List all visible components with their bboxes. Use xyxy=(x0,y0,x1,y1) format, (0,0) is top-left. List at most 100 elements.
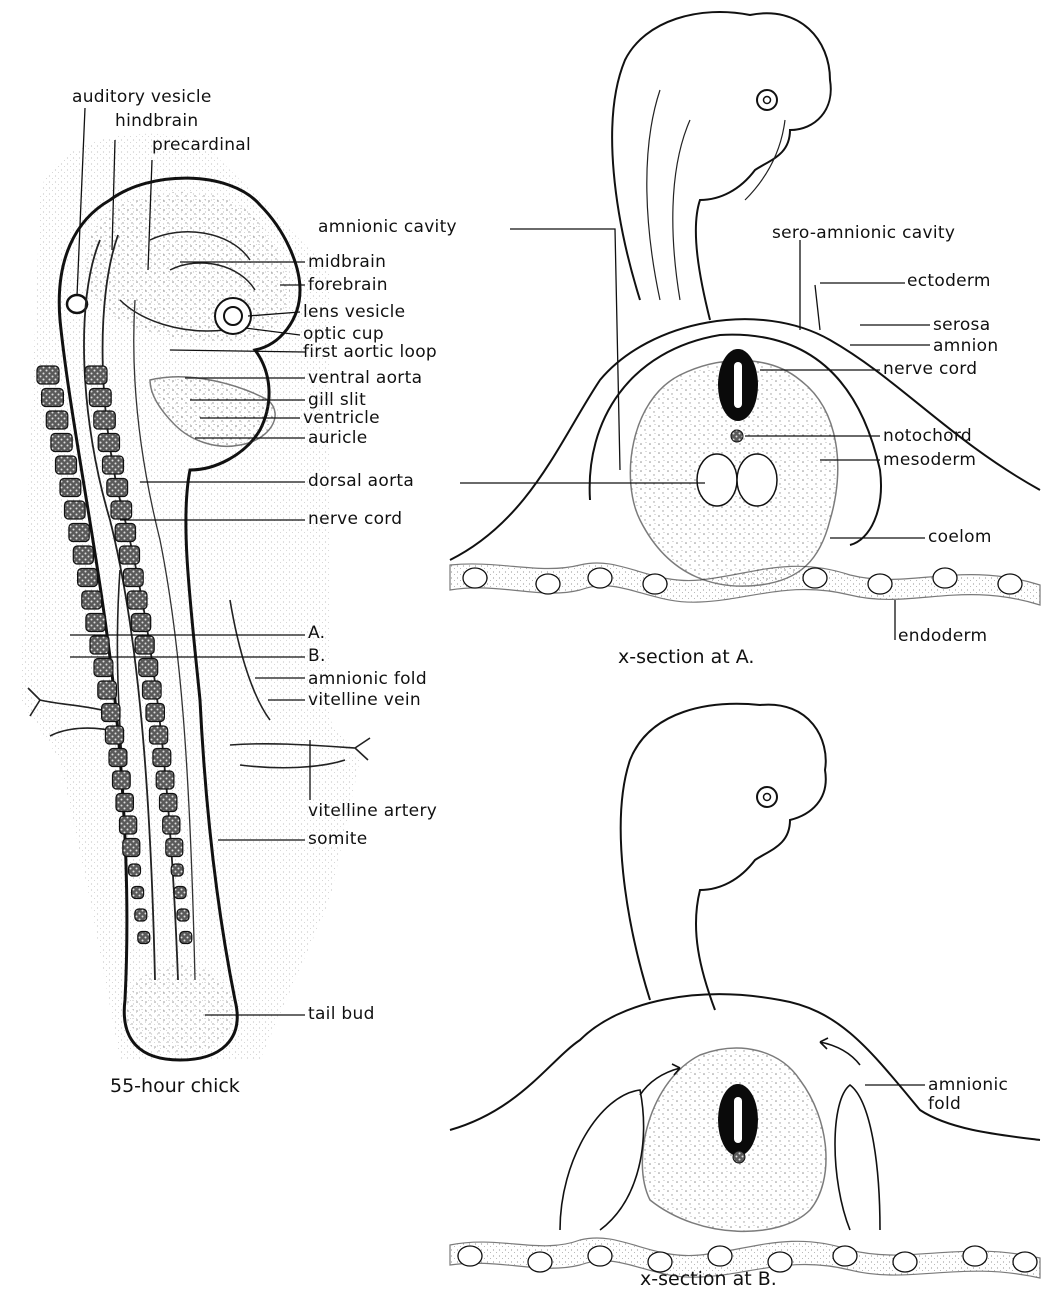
somite-shape xyxy=(115,524,135,542)
label-tail-bud: tail bud xyxy=(308,1005,375,1023)
label-first-aortic-loop: first aortic loop xyxy=(303,343,437,361)
label-ectoderm: ectoderm xyxy=(907,272,991,290)
label-precardinal: precardinal xyxy=(152,136,251,154)
somite-shape xyxy=(65,501,86,519)
somite-shape xyxy=(132,887,144,899)
yolk-cell-shape xyxy=(536,574,560,594)
yolk-cell-shape xyxy=(833,1246,857,1266)
somite-shape xyxy=(116,794,133,812)
section-a-nerve-canal xyxy=(734,362,742,408)
label-level-b: B. xyxy=(308,647,326,665)
yolk-cell-shape xyxy=(528,1252,552,1272)
somite-shape xyxy=(177,909,189,921)
somite-shape xyxy=(119,546,139,564)
yolk-cell-shape xyxy=(588,568,612,588)
section-a-eye-inner xyxy=(764,97,771,104)
section-a-head-outline xyxy=(612,12,831,320)
section-a-aorta-right xyxy=(737,454,777,506)
section-a-head-inner xyxy=(647,90,785,300)
somite-shape xyxy=(113,771,131,789)
yolk-cell-shape xyxy=(868,574,892,594)
somite-shape xyxy=(135,909,147,921)
somite-shape xyxy=(60,479,81,497)
yolk-cell-shape xyxy=(803,568,827,588)
yolk-cell-shape xyxy=(708,1246,732,1266)
somite-shape xyxy=(56,456,77,474)
somite-shape xyxy=(90,636,109,654)
somite-shape xyxy=(94,411,116,429)
section-b-fold-left xyxy=(560,1090,644,1230)
somite-shape xyxy=(150,726,168,744)
somite-shape xyxy=(69,524,89,542)
yolk-cell-shape xyxy=(933,568,957,588)
somite-shape xyxy=(98,681,117,699)
section-b-drawing xyxy=(450,704,1040,1278)
somite-shape xyxy=(143,681,162,699)
somite-shape xyxy=(139,659,158,677)
label-forebrain: forebrain xyxy=(308,276,388,294)
yolk-cell-shape xyxy=(643,574,667,594)
label-ventricle: ventricle xyxy=(303,409,380,427)
somite-shape xyxy=(103,456,124,474)
label-endoderm: endoderm xyxy=(898,627,987,645)
yolk-cell-shape xyxy=(1013,1252,1037,1272)
label-sero-amnionic-cavity: sero-amnionic cavity xyxy=(772,224,955,242)
label-amnionic-cavity: amnionic cavity xyxy=(318,218,457,236)
somite-shape xyxy=(146,704,164,722)
label-vitelline-artery: vitelline artery xyxy=(308,802,437,820)
somite-shape xyxy=(180,932,192,944)
somite-shape xyxy=(120,816,137,834)
somite-shape xyxy=(37,366,59,384)
somite-shape xyxy=(171,864,183,876)
label-amnionic-fold-b: amnionic fold xyxy=(928,1076,1028,1114)
section-a-drawing xyxy=(450,12,1040,605)
section-b-eye-inner xyxy=(764,794,771,801)
yolk-cell-shape xyxy=(893,1252,917,1272)
label-mesoderm: mesoderm xyxy=(883,451,976,469)
label-nerve-cord-a: nerve cord xyxy=(883,360,977,378)
caption-section-a: x-section at A. xyxy=(618,646,754,668)
caption-whole-embryo: 55-hour chick xyxy=(110,1075,240,1097)
tail-bud-shape xyxy=(125,965,235,1055)
section-a-eye xyxy=(757,90,777,110)
yolk-cell-shape xyxy=(458,1246,482,1266)
lens-vesicle-shape xyxy=(224,307,242,325)
caption-section-b: x-section at B. xyxy=(640,1268,777,1290)
somite-shape xyxy=(111,501,132,519)
section-b-nerve-canal xyxy=(734,1097,742,1143)
label-midbrain: midbrain xyxy=(308,253,386,271)
section-b-notochord xyxy=(733,1151,745,1163)
somite-shape xyxy=(129,864,141,876)
somite-shape xyxy=(46,411,68,429)
somite-shape xyxy=(73,546,93,564)
somite-shape xyxy=(105,726,123,744)
somite-shape xyxy=(160,794,177,812)
somite-shape xyxy=(98,434,119,452)
somite-shape xyxy=(102,704,120,722)
label-auricle: auricle xyxy=(308,429,368,447)
label-notochord: notochord xyxy=(883,427,972,445)
label-nerve-cord-embryo: nerve cord xyxy=(308,510,402,528)
auditory-vesicle-shape xyxy=(67,295,87,313)
yolk-cell-shape xyxy=(463,568,487,588)
somite-shape xyxy=(174,887,186,899)
somite-shape xyxy=(138,932,150,944)
label-gill-slit: gill slit xyxy=(308,391,366,409)
label-optic-cup: optic cup xyxy=(303,325,384,343)
somite-shape xyxy=(82,591,102,609)
somite-shape xyxy=(42,389,64,407)
somite-shape xyxy=(123,839,140,857)
label-hindbrain: hindbrain xyxy=(115,112,198,130)
label-serosa: serosa xyxy=(933,316,990,334)
somite-shape xyxy=(127,591,147,609)
somite-shape xyxy=(78,569,98,587)
label-lens-vesicle: lens vesicle xyxy=(303,303,405,321)
somite-shape xyxy=(123,569,143,587)
yolk-cell-shape xyxy=(963,1246,987,1266)
section-b-fold-right xyxy=(835,1085,880,1230)
somite-shape xyxy=(153,749,171,767)
somite-shape xyxy=(156,771,174,789)
yolk-cell-shape xyxy=(998,574,1022,594)
somite-shape xyxy=(86,614,105,632)
